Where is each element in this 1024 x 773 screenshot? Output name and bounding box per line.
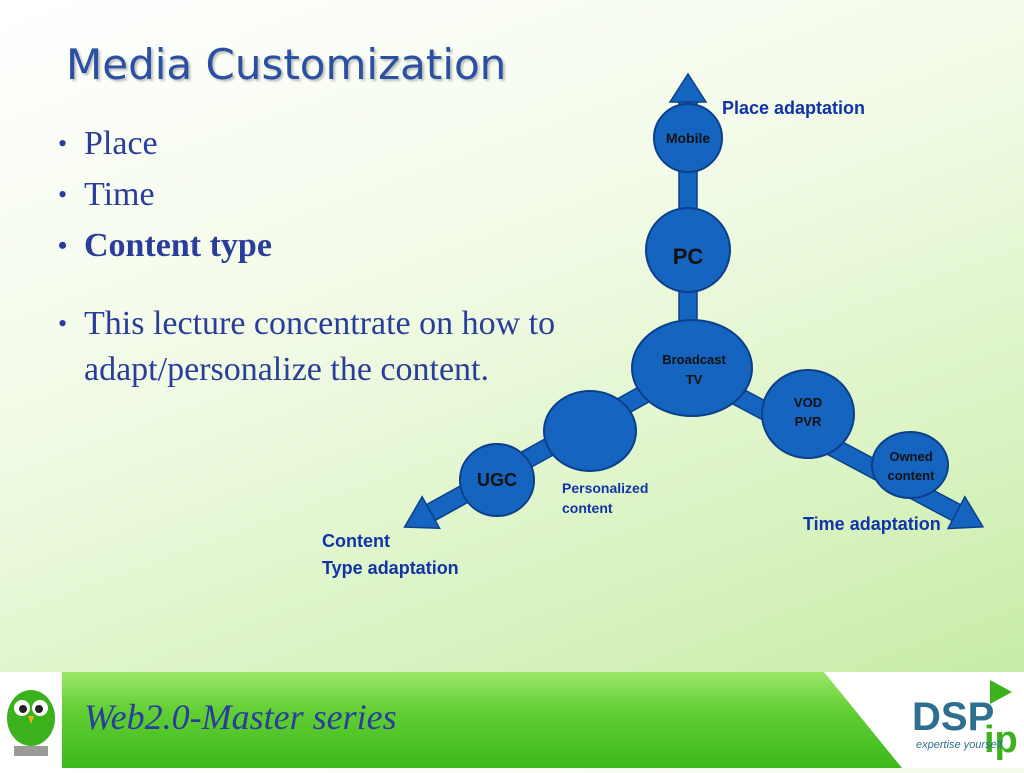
node-broadcast-label-2: TV	[686, 372, 703, 387]
node-owned-label-2: content	[888, 468, 936, 483]
node-vod-label-2: PVR	[795, 414, 822, 429]
node-owned-content: Owned content	[871, 431, 949, 499]
place-adaptation-label: Place adaptation	[722, 98, 866, 118]
personalized-content-label-1: Personalized	[562, 480, 649, 496]
node-personalized	[543, 390, 637, 472]
node-broadcast-label-1: Broadcast	[662, 352, 726, 367]
brand-tagline: expertise yourself	[916, 739, 1003, 751]
slide-title: Media Customization	[66, 40, 507, 89]
owl-icon	[7, 690, 55, 756]
time-adaptation-label: Time adaptation	[803, 514, 941, 534]
node-mobile-label: Mobile	[666, 130, 711, 146]
bullet-lecture-note: This lecture concentrate on how to adapt…	[58, 301, 578, 393]
media-adaptation-diagram: Mobile PC Broadcast TV VOD PVR Owned con…	[403, 72, 985, 530]
dspip-brand-icon: DSP ip expertise yourself	[824, 672, 1024, 768]
node-mobile: Mobile	[653, 103, 723, 173]
node-ugc: UGC	[459, 443, 535, 517]
series-title: Web2.0-Master series	[84, 697, 397, 737]
brand-dsp-text: DSP	[912, 695, 994, 739]
content-adaptation-label-2: Type adaptation	[322, 558, 459, 578]
node-vod-pvr: VOD PVR	[761, 369, 855, 459]
bullet-content-type: Content type	[58, 220, 578, 271]
node-pc: PC	[645, 207, 731, 293]
node-pc-label: PC	[673, 244, 704, 269]
brand-ip-text: ip	[984, 719, 1018, 761]
bullet-time: Time	[58, 169, 578, 220]
footer-bar: Web2.0-Master series DSP ip expertise yo…	[0, 672, 1024, 768]
bullet-place: Place	[58, 118, 578, 169]
owl-logo	[0, 672, 62, 768]
personalized-content-label-2: content	[562, 500, 613, 516]
node-ugc-label: UGC	[477, 470, 517, 490]
dspip-logo: DSP ip expertise yourself	[824, 672, 1024, 768]
node-broadcast-tv: Broadcast TV	[631, 319, 753, 417]
content-adaptation-label-1: Content	[322, 531, 390, 551]
node-owned-label-1: Owned	[889, 449, 932, 464]
node-vod-label-1: VOD	[794, 395, 822, 410]
bullet-list: Place Time Content type This lecture con…	[58, 118, 578, 393]
